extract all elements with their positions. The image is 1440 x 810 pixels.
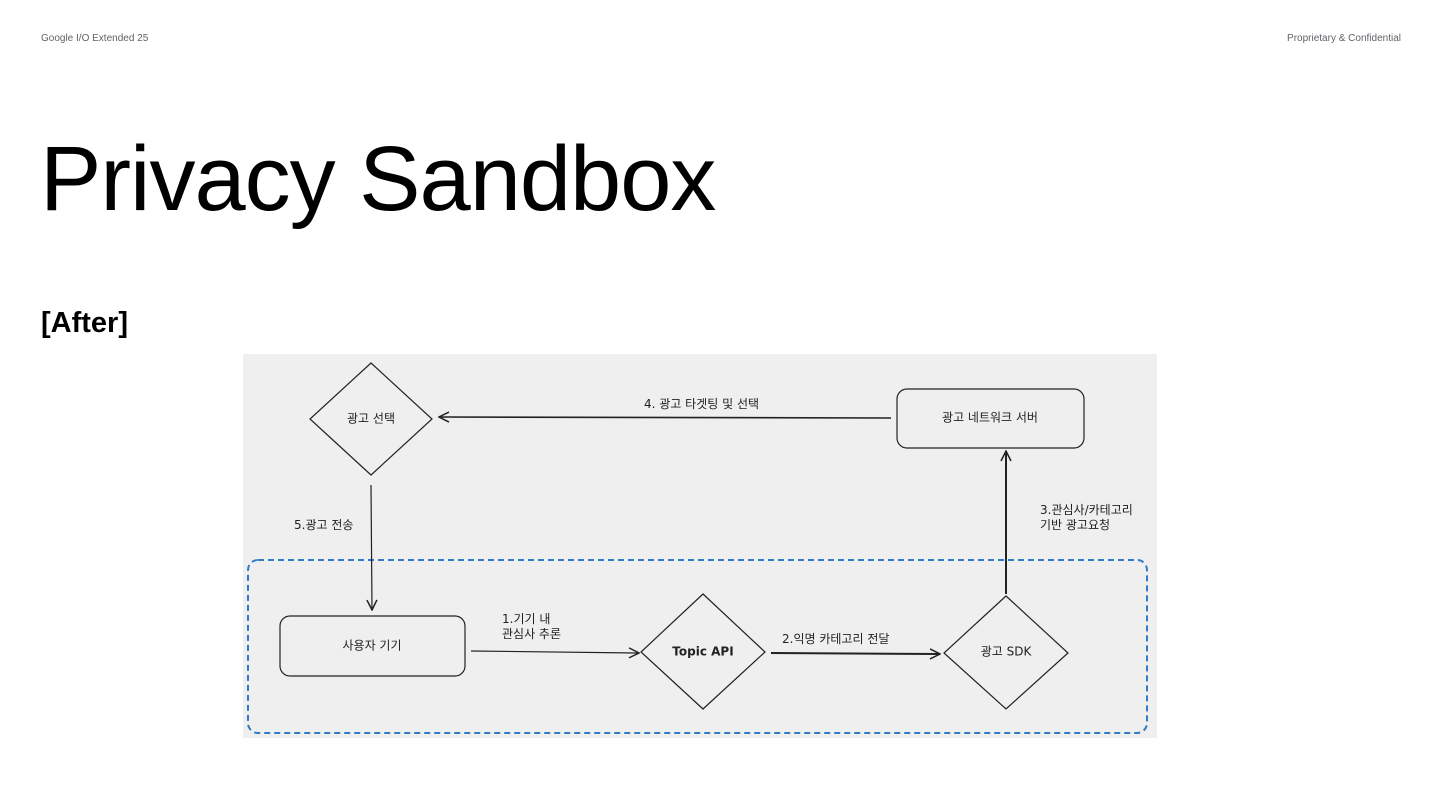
- ad-selection-label: 광고 선택: [347, 411, 395, 426]
- step1-label: 1.기기 내 관심사 추론: [502, 612, 562, 641]
- step3-label: 3.관심사/카테고리 기반 광고요청: [1040, 503, 1133, 532]
- topic-api-label: Topic API: [672, 644, 734, 659]
- edge-anonymous-category: [770, 653, 940, 654]
- privacy-sandbox-flow-diagram: 광고 선택 광고 네트워크 서버 사용자 기기 Topic API 광고 SDK…: [243, 354, 1157, 738]
- ad-sdk-label: 광고 SDK: [980, 644, 1032, 659]
- confidentiality-notice: Proprietary & Confidential: [1287, 33, 1401, 44]
- ad-network-server-node: [896, 388, 1085, 449]
- ad-sdk-node: [943, 595, 1069, 710]
- edge-ad-targeting: [439, 417, 892, 418]
- user-device-node: [279, 615, 466, 677]
- edge-on-device-inference: [470, 651, 639, 653]
- topic-api-node: [640, 593, 766, 710]
- on-device-boundary: [247, 559, 1148, 734]
- event-name: Google I/O Extended 25: [41, 33, 149, 44]
- edge-ad-delivery: [371, 484, 372, 610]
- step4-label: 4. 광고 타겟팅 및 선택: [644, 397, 760, 411]
- slide-title: Privacy Sandbox: [40, 128, 716, 230]
- step2-label: 2.익명 카테고리 전달: [782, 632, 890, 646]
- user-device-label: 사용자 기기: [342, 638, 402, 653]
- ad-network-server-label: 광고 네트워크 서버: [942, 410, 1038, 425]
- ad-selection-node: [309, 362, 433, 476]
- diagram-canvas: [247, 362, 1148, 734]
- slide-subtitle: [After]: [41, 307, 128, 339]
- step5-label: 5.광고 전송: [294, 518, 354, 532]
